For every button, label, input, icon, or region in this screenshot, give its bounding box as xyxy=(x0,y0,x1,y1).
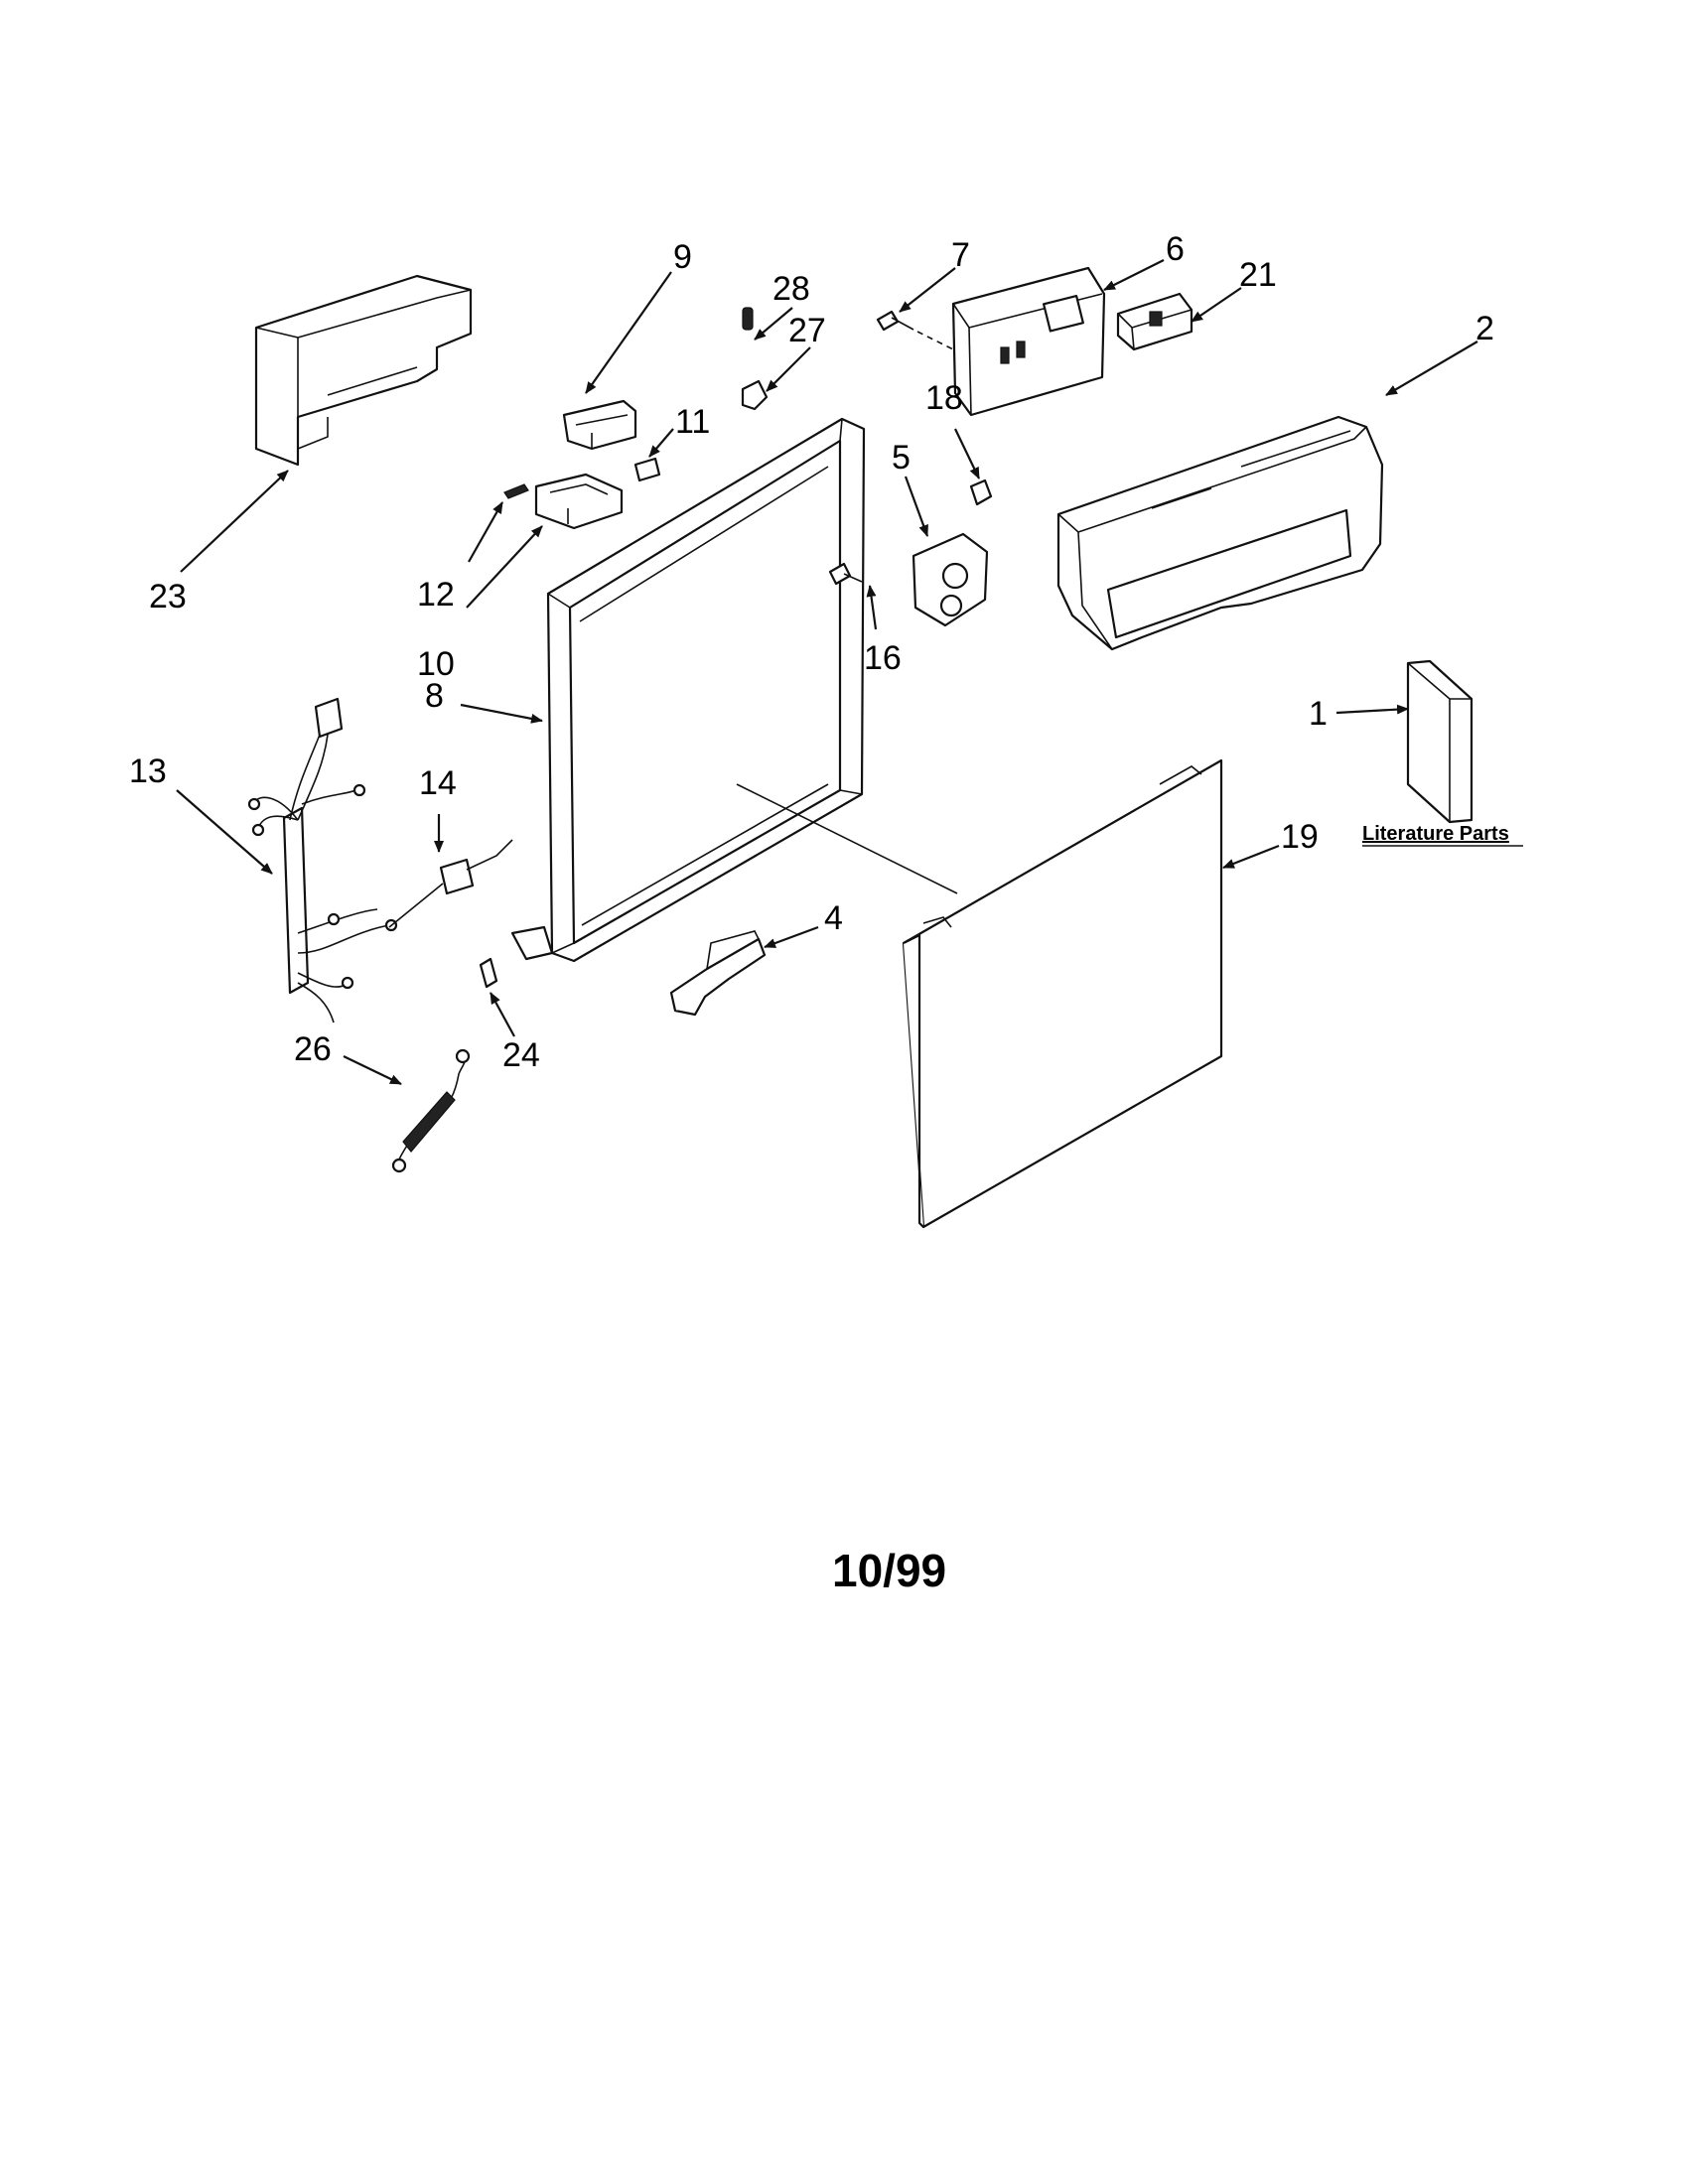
part-7-screw xyxy=(876,310,954,350)
callout-12: 12 xyxy=(417,576,455,614)
leader-1 xyxy=(1335,704,1409,715)
callout-4: 4 xyxy=(824,899,843,937)
callout-2: 2 xyxy=(1475,310,1494,347)
part-26-spring xyxy=(391,1048,471,1173)
callout-5: 5 xyxy=(892,439,911,477)
callout-21: 21 xyxy=(1239,256,1277,294)
part-4-handle xyxy=(669,930,767,1017)
part-5-selector xyxy=(912,532,989,627)
callout-23: 23 xyxy=(149,578,187,615)
callout-19: 19 xyxy=(1281,818,1319,856)
callout-14: 14 xyxy=(419,764,457,802)
part-16-screw xyxy=(828,562,863,586)
part-27-bracket xyxy=(741,379,769,411)
leader-23 xyxy=(180,470,289,573)
leader-13 xyxy=(176,789,273,875)
part-19-door-panel xyxy=(902,758,1223,1229)
part-18-clip xyxy=(969,478,993,506)
part-23-cover xyxy=(254,274,473,467)
leader-12 xyxy=(468,501,503,563)
callout-27: 27 xyxy=(788,312,826,349)
leader-4 xyxy=(764,925,819,949)
callout-16: 16 xyxy=(864,639,902,677)
leader-11 xyxy=(648,428,674,458)
callout-1: 1 xyxy=(1309,695,1328,733)
part-8-door-frame xyxy=(510,417,958,963)
leader-18 xyxy=(954,428,980,479)
leader-27 xyxy=(766,346,811,392)
leader-8 xyxy=(460,703,543,724)
part-9-latch xyxy=(562,399,637,451)
leader-lines xyxy=(176,259,1478,1085)
part-1-literature xyxy=(1406,659,1474,824)
callout-labels: 23 9 28 27 11 12 10 8 7 6 21 2 18 5 16 1… xyxy=(129,230,1494,1074)
callout-24: 24 xyxy=(502,1036,540,1074)
part-24-clip xyxy=(479,957,498,989)
callout-11: 11 xyxy=(675,403,710,441)
callout-13: 13 xyxy=(129,752,167,790)
callout-6: 6 xyxy=(1166,230,1185,268)
callout-10: 10 xyxy=(417,645,455,683)
leader-9 xyxy=(585,271,672,394)
leader-28 xyxy=(754,307,793,341)
leader-5 xyxy=(904,476,929,537)
callout-8: 8 xyxy=(425,677,444,715)
callout-7: 7 xyxy=(951,236,970,274)
callout-9: 9 xyxy=(673,238,692,276)
date-code: 10/99 xyxy=(832,1545,946,1596)
part-14-sensor xyxy=(388,839,513,928)
callout-28: 28 xyxy=(772,270,810,308)
part-6-control-panel xyxy=(951,266,1106,417)
leader-26 xyxy=(343,1055,402,1085)
part-13-wire-harness xyxy=(247,697,398,1024)
part-28-spring xyxy=(742,307,754,331)
literature-parts-label: Literature Parts xyxy=(1362,823,1509,845)
leader-7 xyxy=(899,267,956,313)
part-2-console xyxy=(1056,415,1384,651)
leader-6 xyxy=(1103,259,1165,291)
part-10-housing xyxy=(534,473,624,530)
leader-21 xyxy=(1191,287,1242,323)
leader-19 xyxy=(1222,844,1280,870)
leader-10 xyxy=(466,525,543,609)
part-21-switch xyxy=(1116,292,1193,351)
callout-18: 18 xyxy=(925,379,963,417)
callout-26: 26 xyxy=(294,1030,332,1068)
leader-16 xyxy=(866,585,878,630)
part-11-clip xyxy=(633,457,661,482)
leader-24 xyxy=(490,992,515,1037)
part-12-pin xyxy=(503,483,529,499)
leader-2 xyxy=(1385,341,1478,396)
